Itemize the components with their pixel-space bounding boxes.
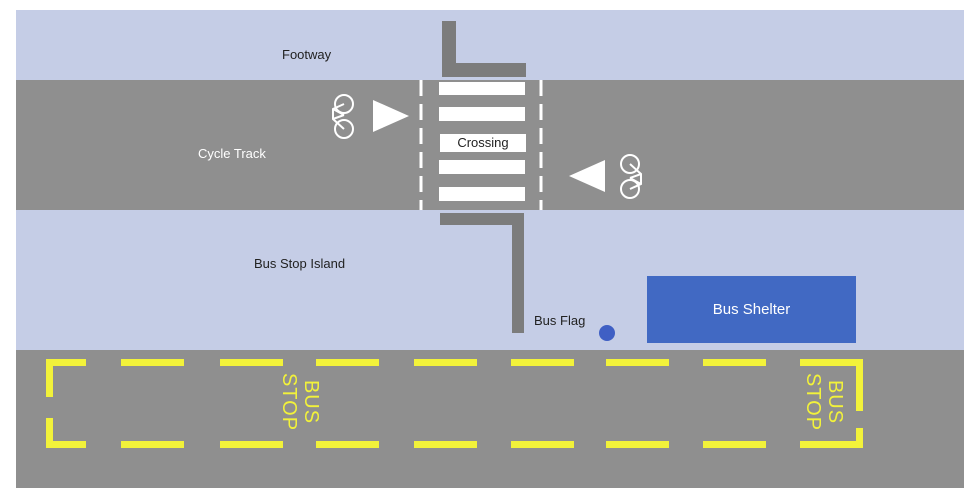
bus-flag-marker	[599, 325, 615, 341]
carriageway-area	[16, 350, 964, 488]
bus-stop-word-bus: BUS	[300, 379, 322, 425]
tactile-paving-bottom	[440, 213, 524, 333]
bus-shelter-box	[647, 276, 856, 343]
arrow-right-icon	[373, 100, 409, 132]
bus-stop-word-stop: STOP	[278, 372, 300, 432]
crossing-give-way-lines	[419, 80, 543, 210]
cycle-track-label: Cycle Track	[198, 146, 266, 161]
crossing-label: Crossing	[440, 134, 526, 152]
tactile-paving-top	[442, 21, 526, 77]
bus-stop-island-label: Bus Stop Island	[254, 256, 346, 271]
arrow-left-icon	[569, 160, 605, 192]
bus-stop-marking	[46, 359, 863, 448]
bus-stop-road-text-right: BUS STOP	[802, 372, 846, 432]
bus-shelter-label: Bus Shelter	[712, 301, 791, 318]
bus-flag-label: Bus Flag	[534, 313, 586, 328]
bus-stop-word-bus: BUS	[824, 379, 846, 425]
bus-stop-word-stop: STOP	[802, 372, 824, 432]
bicycle-icon	[332, 94, 354, 139]
footway-label: Footway	[282, 47, 332, 62]
bus-stop-road-text-left: BUS STOP	[278, 372, 322, 432]
zebra-crossing-stripes	[439, 82, 525, 201]
bicycle-icon	[620, 154, 642, 199]
